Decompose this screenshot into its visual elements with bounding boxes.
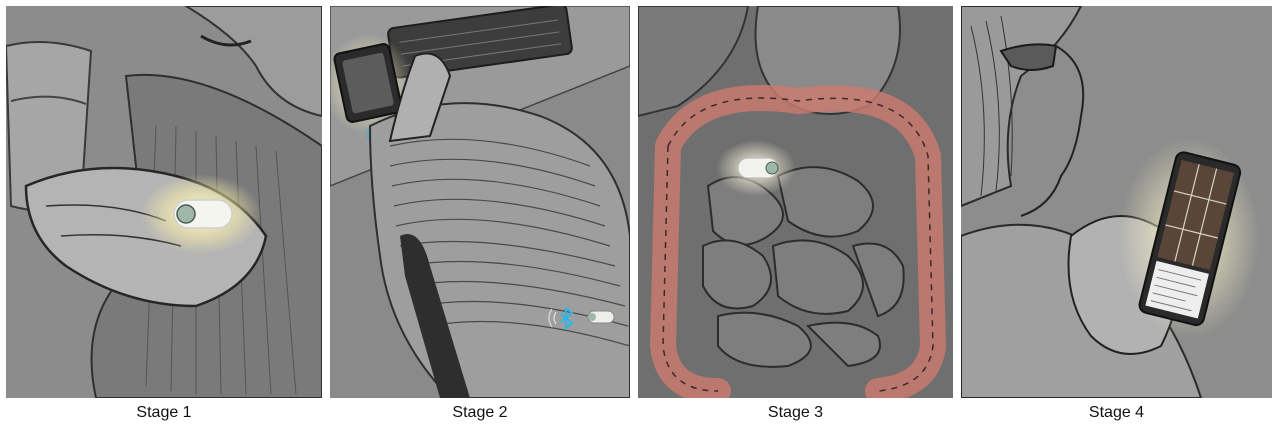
stage-4-caption: Stage 4 bbox=[961, 404, 1272, 422]
stage-3-illustration bbox=[638, 6, 953, 398]
stage-4-image bbox=[961, 6, 1272, 398]
stage-4-illustration bbox=[961, 6, 1272, 398]
stage-2-illustration bbox=[330, 6, 630, 398]
stage-1-image bbox=[6, 6, 322, 398]
stage-1-illustration bbox=[6, 6, 322, 398]
capsule-icon bbox=[588, 311, 614, 323]
stage-2-caption: Stage 2 bbox=[330, 404, 630, 422]
capsule-icon bbox=[738, 158, 778, 178]
capsule-icon bbox=[174, 200, 232, 228]
stage-2-image bbox=[330, 6, 630, 398]
stage-3-caption: Stage 3 bbox=[638, 404, 953, 422]
stage-1-caption: Stage 1 bbox=[6, 404, 322, 422]
stage-3-image bbox=[638, 6, 953, 398]
